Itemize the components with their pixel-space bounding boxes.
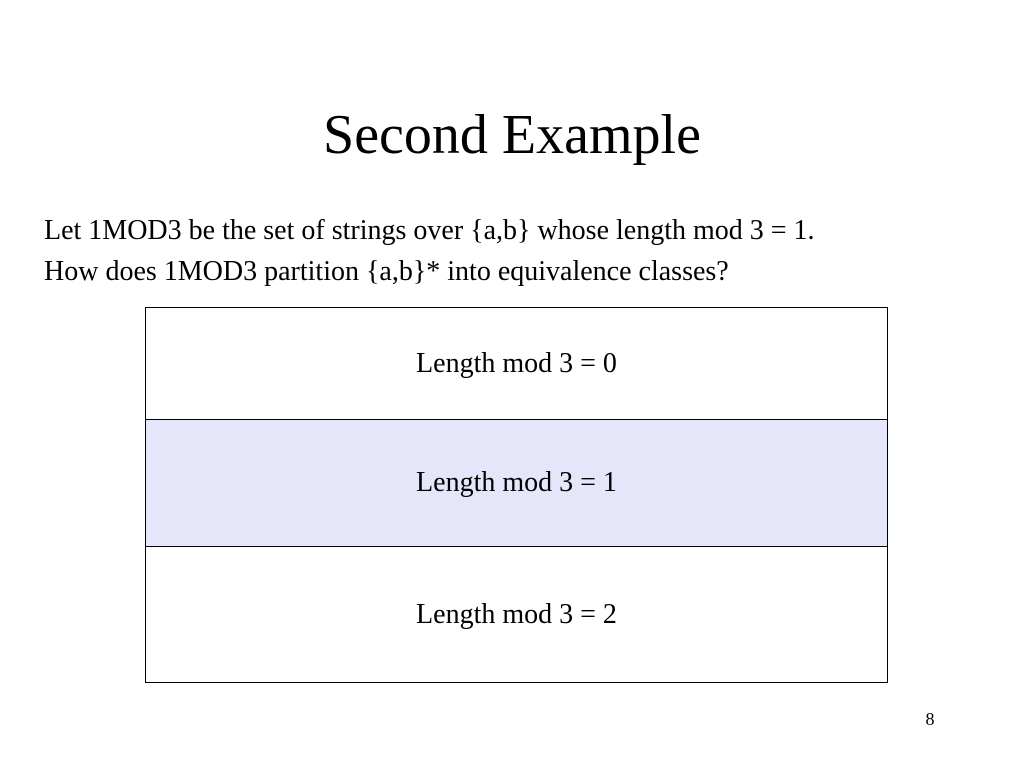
partition-row-mod-0: Length mod 3 = 0 <box>146 308 887 419</box>
partition-row-mod-1: Length mod 3 = 1 <box>146 419 887 547</box>
partition-row-label: Length mod 3 = 1 <box>416 467 617 498</box>
partition-row-mod-2: Length mod 3 = 2 <box>146 547 887 682</box>
partition-row-label: Length mod 3 = 0 <box>416 347 617 379</box>
partition-row-label: Length mod 3 = 2 <box>416 598 617 630</box>
body-line-question: How does 1MOD3 partition {a,b}* into equ… <box>44 256 729 287</box>
body-text: Let 1MOD3 be the set of strings over {a,… <box>44 210 1004 292</box>
partition-diagram: Length mod 3 = 0 Length mod 3 = 1 Length… <box>145 307 888 683</box>
body-line-definition: Let 1MOD3 be the set of strings over {a,… <box>44 215 815 246</box>
slide-title: Second Example <box>323 104 701 166</box>
page-number: 8 <box>925 709 935 729</box>
